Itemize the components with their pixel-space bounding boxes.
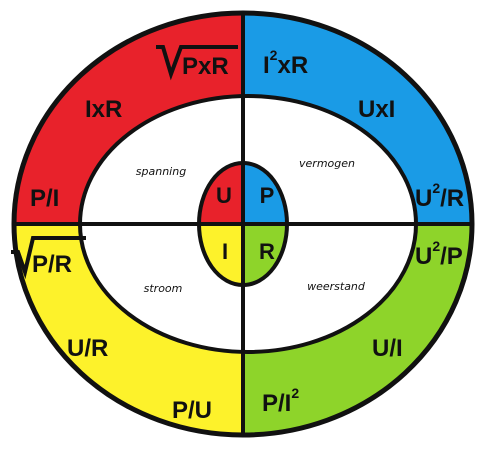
center-R: R [259,239,275,264]
center-P: P [260,183,275,208]
label-spanning: spanning [136,165,186,178]
core-blue [243,163,287,224]
sqrt-sign [156,45,238,81]
center-U: U [216,183,232,208]
formula-sqrt-PxR: PxR [156,45,238,81]
formula-P-over-I2: P/I2 [262,385,299,417]
svg-text:PxR: PxR [182,53,229,80]
sqrt-sign [11,236,86,280]
formula-U2-over-R: U2/R [415,180,464,212]
core-yellow [199,224,243,285]
formula-U-over-I: U/I [372,335,403,362]
formula-UxI: UxI [358,96,395,123]
formula-I2xR: I2xR [263,47,308,79]
svg-text:P/R: P/R [32,251,72,278]
core-red [199,163,243,224]
formula-U2-over-P: U2/P [415,238,463,270]
formula-IxR: IxR [85,96,122,123]
label-stroom: stroom [144,282,183,295]
formula-U-over-R: U/R [67,335,108,362]
formula-sqrt-P-over-R: P/R [11,236,86,280]
formula-P-over-I: P/I [30,185,59,212]
center-I: I [222,239,228,264]
formula-P-over-U: P/U [172,397,212,424]
core-green [243,224,287,285]
label-vermogen: vermogen [299,157,355,170]
label-weerstand: weerstand [307,280,366,293]
